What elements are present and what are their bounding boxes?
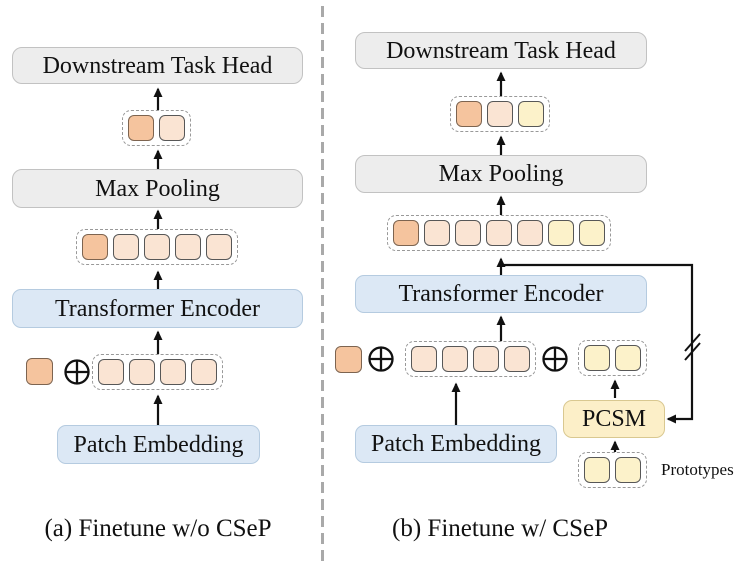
selected-prototype-token-group-b [578,340,647,376]
patch-token [160,359,186,385]
patch-token [411,346,437,372]
oplus-icon-b1 [368,346,394,372]
slash-1 [684,333,701,352]
downstream-task-head-box-a: Downstream Task Head [12,47,303,84]
pcsm-box: PCSM [563,400,665,438]
slash-2 [684,342,701,361]
patch-embedding-box-b: Patch Embedding [355,425,557,463]
prototype-token-group-b [578,452,647,488]
caption-a: (a) Finetune w/o CSeP [44,515,272,542]
proto-token [518,101,544,127]
patch-token [159,115,185,141]
patch-token [424,220,450,246]
caption-b: (b) Finetune w/ CSeP [392,515,608,542]
downstream-task-head-box-b: Downstream Task Head [355,32,647,69]
prototypes-label: Prototypes [661,460,734,479]
patch-token [517,220,543,246]
encoded-token-group-b [387,215,611,251]
patch-token [486,220,512,246]
patch-token [455,220,481,246]
patch-token [129,359,155,385]
input-token-group-b [405,341,536,377]
pooled-token-group-b [450,96,550,132]
patch-token [487,101,513,127]
cls-token [82,234,108,260]
cls-token [393,220,419,246]
cls-token-a [26,358,53,385]
proto-token [615,345,641,371]
encoded-token-group-a [76,229,238,265]
patch-token [473,346,499,372]
oplus-icon-a [64,359,90,385]
proto-token [579,220,605,246]
cls-token [335,346,362,373]
stop-gradient-icon [684,333,701,361]
patch-token [113,234,139,260]
patch-token [144,234,170,260]
patch-token [191,359,217,385]
patch-token [175,234,201,260]
cls-token [26,358,53,385]
proto-token [615,457,641,483]
cls-token-b [335,346,362,373]
max-pooling-box-a: Max Pooling [12,169,303,208]
patch-token [98,359,124,385]
patch-token [442,346,468,372]
proto-token [584,457,610,483]
patch-token [206,234,232,260]
transformer-encoder-box-a: Transformer Encoder [12,289,303,328]
cls-token [128,115,154,141]
cls-token [456,101,482,127]
proto-token [584,345,610,371]
transformer-encoder-box-b: Transformer Encoder [355,275,647,313]
patch-token [504,346,530,372]
input-token-group-a [92,354,223,390]
oplus-icon-b2 [542,346,568,372]
pooled-token-group-a [122,110,191,146]
proto-token [548,220,574,246]
patch-embedding-box-a: Patch Embedding [57,425,260,464]
max-pooling-box-b: Max Pooling [355,155,647,193]
